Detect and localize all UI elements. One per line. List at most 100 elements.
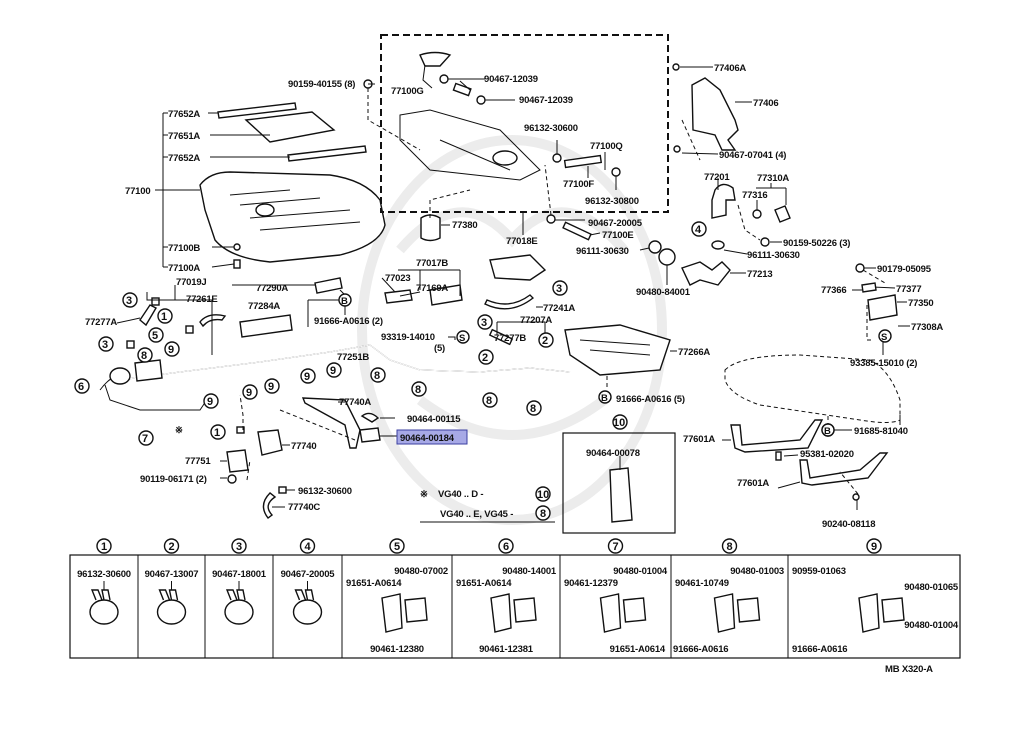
label-77023[interactable]: 77023 — [385, 273, 411, 284]
clip-part-number[interactable]: 91651-A0614 — [610, 644, 666, 655]
label-77366[interactable]: 77366 — [821, 285, 847, 296]
label-77251B[interactable]: 77251B — [337, 352, 370, 363]
clip-ref-number[interactable]: 5 — [394, 541, 400, 553]
label-77100A[interactable]: 77100A — [168, 263, 201, 274]
label-90119-06171[interactable]: 90119-06171 (2) — [140, 474, 207, 485]
label-77019J[interactable]: 77019J — [176, 277, 207, 288]
label-77100Q[interactable]: 77100Q — [590, 141, 623, 152]
label-77213[interactable]: 77213 — [747, 269, 773, 280]
label-96132-30800[interactable]: 96132-30800 — [585, 196, 639, 207]
label-96111-30630-a[interactable]: 96111-30630 — [576, 246, 629, 257]
clip-part-number[interactable]: 90480-01004 — [904, 620, 959, 631]
clip-part-number[interactable]: 90461-10749 — [675, 578, 729, 589]
label-90464-00184[interactable]: 90464-00184 — [400, 433, 455, 444]
label-93319-14010[interactable]: 93319-14010 — [381, 332, 435, 343]
label-77316[interactable]: 77316 — [742, 190, 768, 201]
label-77169A[interactable]: 77169A — [416, 283, 449, 294]
callout-10[interactable]: 10 — [613, 417, 625, 429]
clip-part-number[interactable]: 96132-30600 — [77, 569, 131, 580]
label-77751[interactable]: 77751 — [185, 456, 212, 467]
label-77406[interactable]: 77406 — [753, 98, 779, 109]
clip-part-number[interactable]: 90480-01065 — [904, 582, 959, 593]
label-77018E[interactable]: 77018E — [506, 236, 538, 247]
label-93385-15010[interactable]: 93385-15010 (2) — [850, 358, 917, 369]
label-77740A[interactable]: 77740A — [339, 397, 372, 408]
highlighted-part-label[interactable]: 90464-00184 — [396, 429, 468, 445]
label-77740[interactable]: 77740 — [291, 441, 317, 452]
label-77652A-bottom[interactable]: 77652A — [168, 153, 201, 164]
clip-ref-number[interactable]: 3 — [236, 541, 242, 553]
label-91666-A0616-2[interactable]: 91666-A0616 (2) — [314, 316, 383, 327]
label-77350[interactable]: 77350 — [908, 298, 934, 309]
label-96111-30630-b[interactable]: 96111-30630 — [747, 250, 800, 261]
label-77290A[interactable]: 77290A — [256, 283, 289, 294]
label-77651A[interactable]: 77651A — [168, 131, 201, 142]
label-77266A[interactable]: 77266A — [678, 347, 711, 358]
clip-part-number[interactable]: 90467-18001 — [212, 569, 267, 580]
clip-part-number[interactable]: 90480-07002 — [394, 566, 448, 577]
clip-part-number[interactable]: 90480-01004 — [613, 566, 668, 577]
clip-ref-number[interactable]: 7 — [612, 541, 618, 553]
clip-ref-number[interactable]: 8 — [726, 541, 732, 553]
label-77284A[interactable]: 77284A — [248, 301, 281, 312]
label-77308A[interactable]: 77308A — [911, 322, 944, 333]
label-90480-84001[interactable]: 90480-84001 — [636, 287, 691, 298]
label-91666-A0616-5[interactable]: 91666-A0616 (5) — [616, 394, 685, 405]
label-77100B[interactable]: 77100B — [168, 243, 201, 254]
label-90467-07041[interactable]: 90467-07041 (4) — [719, 150, 786, 161]
label-77241A[interactable]: 77241A — [543, 303, 576, 314]
label-77277B[interactable]: 77277B — [494, 333, 527, 344]
clip-part-number[interactable]: 90461-12380 — [370, 644, 424, 655]
label-77201[interactable]: 77201 — [704, 172, 731, 183]
label-77100E[interactable]: 77100E — [602, 230, 634, 241]
cushion-95381-02020 — [775, 451, 782, 461]
clip-part-number[interactable]: 90959-01063 — [792, 566, 846, 577]
clip-ref-number[interactable]: 9 — [871, 541, 877, 553]
clip-ref-number[interactable]: 4 — [304, 541, 311, 553]
label-95381-02020[interactable]: 95381-02020 — [800, 449, 854, 460]
label-90179-05095[interactable]: 90179-05095 — [877, 264, 932, 275]
label-77601A-b[interactable]: 77601A — [737, 478, 770, 489]
label-77017B[interactable]: 77017B — [416, 258, 449, 269]
label-90240-08118[interactable]: 90240-08118 — [822, 519, 875, 530]
label-96132-30600-top[interactable]: 96132-30600 — [524, 123, 578, 134]
callout-1b: 1 — [210, 424, 226, 440]
label-77652A-top[interactable]: 77652A — [168, 109, 201, 120]
clip-part-number[interactable]: 91651-A0614 — [456, 578, 512, 589]
label-77277A[interactable]: 77277A — [85, 317, 118, 328]
clip-part-number[interactable]: 90461-12379 — [564, 578, 618, 589]
clip-part-number[interactable]: 90480-01003 — [730, 566, 784, 577]
clip-part-number[interactable]: 91666-A0616 — [792, 644, 848, 655]
label-77100F[interactable]: 77100F — [563, 179, 595, 190]
clip-part-number[interactable]: 91666-A0616 — [673, 644, 729, 655]
clip-part-number[interactable]: 90467-20005 — [281, 569, 336, 580]
label-77601A-a[interactable]: 77601A — [683, 434, 716, 445]
label-77377[interactable]: 77377 — [896, 284, 922, 295]
label-93319-qty[interactable]: (5) — [434, 343, 445, 354]
label-96132-30600-bottom[interactable]: 96132-30600 — [298, 486, 352, 497]
label-77740C[interactable]: 77740C — [288, 502, 321, 513]
clip-part-number[interactable]: 90480-14001 — [502, 566, 557, 577]
clip-part-number[interactable]: 91651-A0614 — [346, 578, 402, 589]
label-91685-81040[interactable]: 91685-81040 — [854, 426, 908, 437]
label-90464-00078[interactable]: 90464-00078 — [586, 448, 640, 459]
label-90467-20005[interactable]: 90467-20005 — [588, 218, 643, 229]
label-90159-40155[interactable]: 90159-40155 (8) — [288, 79, 355, 90]
label-77406A[interactable]: 77406A — [714, 63, 747, 74]
label-90467-12039-a[interactable]: 90467-12039 — [484, 74, 538, 85]
label-77261E[interactable]: 77261E — [186, 294, 218, 305]
clip-part-number[interactable]: 90467-13007 — [145, 569, 199, 580]
clip-part-number[interactable]: 90461-12381 — [479, 644, 534, 655]
label-77207A[interactable]: 77207A — [520, 315, 553, 326]
label-90464-00115[interactable]: 90464-00115 — [407, 414, 461, 425]
label-77380[interactable]: 77380 — [452, 220, 478, 231]
label-90467-12039-b[interactable]: 90467-12039 — [519, 95, 573, 106]
label-77310A[interactable]: 77310A — [757, 173, 790, 184]
clip-ref-number[interactable]: 6 — [503, 541, 509, 553]
label-90159-50226[interactable]: 90159-50226 (3) — [783, 238, 850, 249]
label-77100G[interactable]: 77100G — [391, 86, 424, 97]
clip-ref-number[interactable]: 2 — [168, 541, 174, 553]
label-77100[interactable]: 77100 — [125, 186, 151, 197]
clip-ref-circle — [607, 538, 624, 554]
clip-ref-number[interactable]: 1 — [101, 541, 107, 553]
